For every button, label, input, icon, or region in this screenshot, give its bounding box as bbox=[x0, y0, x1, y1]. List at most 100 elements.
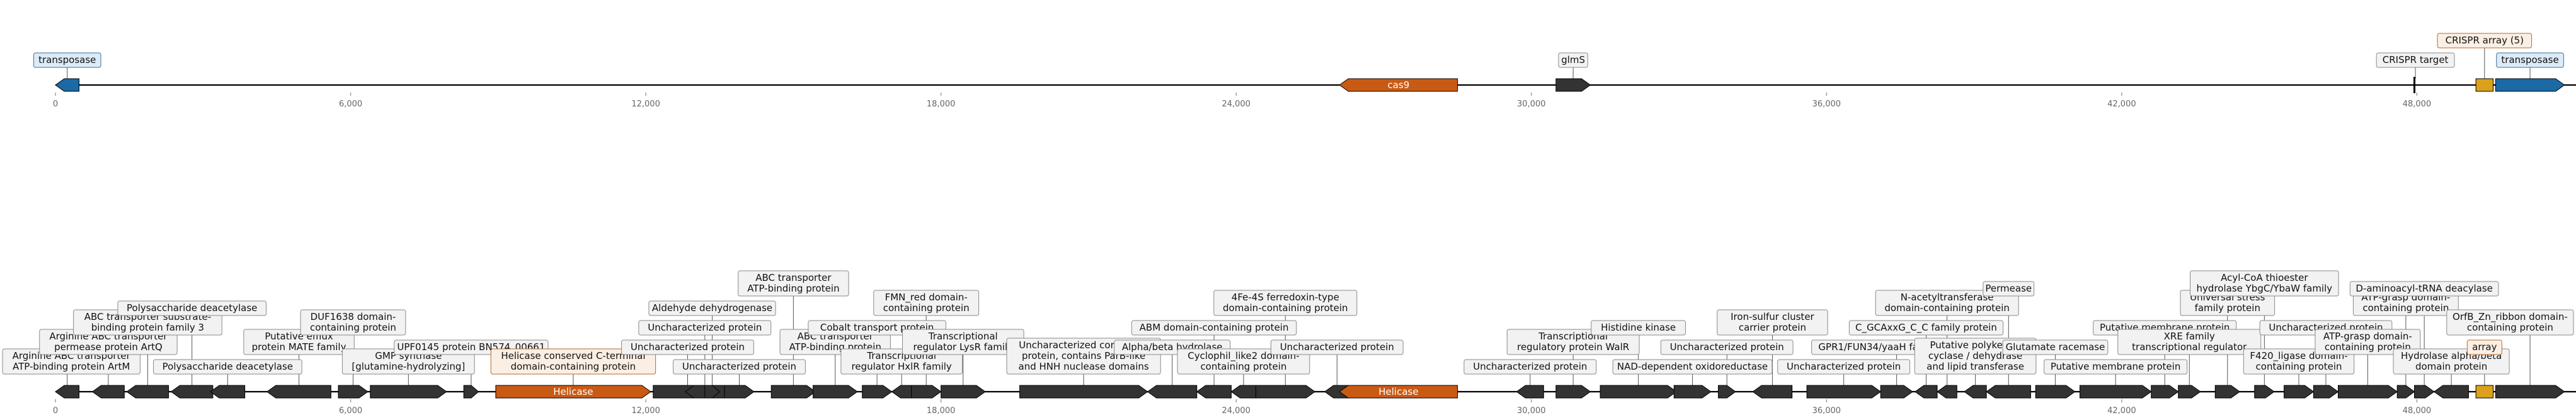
gene-arrow bbox=[170, 385, 214, 399]
feature-label: family protein bbox=[2195, 302, 2260, 314]
feature-label: DUF1638 domain- bbox=[311, 311, 396, 322]
gene-arrow bbox=[1964, 385, 1987, 399]
feature-label-box bbox=[33, 52, 101, 68]
feature-label: [glutamine-hydrolyzing] bbox=[352, 361, 465, 372]
gene-arrow bbox=[911, 385, 942, 399]
feature-label: Putative polyketide bbox=[1930, 339, 2020, 351]
feature-label: containing protein bbox=[2325, 341, 2411, 353]
gene-arrow bbox=[266, 385, 331, 399]
gene-arrow bbox=[2151, 385, 2179, 399]
gene-inner-label: cas9 bbox=[1388, 79, 1410, 91]
feature-label: OrfB_Zn_ribbon domain- bbox=[2453, 311, 2568, 323]
axis-tick-label: 24,000 bbox=[1222, 406, 1251, 415]
gene-arrow bbox=[1147, 385, 1198, 399]
feature-label-box bbox=[300, 309, 406, 336]
feature-label: 4Fe-4S ferredoxin-type bbox=[1232, 292, 1339, 303]
feature-label-box bbox=[2437, 33, 2533, 48]
gene-arrow bbox=[2495, 385, 2565, 399]
feature-label-box bbox=[1717, 309, 1828, 336]
gene-arrow bbox=[1339, 385, 1458, 399]
feature-label: containing protein bbox=[2362, 302, 2449, 314]
gene-arrow bbox=[91, 385, 125, 399]
feature-label-box bbox=[1177, 348, 1310, 375]
feature-label: hydrolase YbgC/YbaW family bbox=[2197, 283, 2333, 294]
feature-label: domain protein bbox=[2415, 361, 2487, 372]
gene-arrow bbox=[2433, 385, 2469, 399]
feature-label: domain-containing protein bbox=[1223, 302, 1348, 314]
feature-label: containing protein bbox=[1200, 361, 1286, 372]
axis-tick-label: 6,000 bbox=[339, 406, 362, 415]
gene-arrow bbox=[2313, 385, 2339, 399]
gene-arrow bbox=[1880, 385, 1913, 399]
gene-arrow bbox=[1600, 385, 1678, 399]
feature-label: Uncharacterized protein bbox=[682, 361, 796, 372]
feature-label: Uncharacterized protein bbox=[1787, 361, 1901, 372]
feature-label: ABC transporter bbox=[755, 272, 832, 283]
gene-inner-label: Helicase bbox=[1378, 386, 1418, 397]
gene-arrow bbox=[891, 385, 912, 399]
feature-label-box bbox=[1660, 339, 1794, 355]
feature-label: Uncharacterized protein bbox=[1280, 341, 1394, 353]
feature-label-box bbox=[2376, 52, 2455, 68]
feature-label: containing protein bbox=[2467, 322, 2553, 333]
gene-arrow bbox=[1516, 385, 1544, 399]
feature-label: domain-containing protein bbox=[1884, 302, 2010, 314]
feature-label: and HNH nuclease domains bbox=[1019, 361, 1149, 372]
axis-tick-label: 42,000 bbox=[2107, 406, 2136, 415]
feature-label: containing protein bbox=[310, 322, 396, 333]
features: cas9 bbox=[55, 77, 2565, 93]
feature-label-box bbox=[638, 320, 772, 336]
leader-lines bbox=[67, 48, 2531, 79]
feature-label: carrier protein bbox=[1739, 322, 1806, 333]
feature-label: Acyl-CoA thioester bbox=[2221, 272, 2308, 283]
gene-arrow bbox=[2035, 385, 2076, 399]
gene-arrow bbox=[1915, 385, 1938, 399]
gene-arrow bbox=[941, 385, 986, 399]
feature-label: XRE family bbox=[2164, 331, 2215, 342]
feature-label-box bbox=[2190, 270, 2339, 297]
feature-label: FMN_red domain- bbox=[885, 292, 968, 304]
axis-tick-label: 36,000 bbox=[1812, 406, 1841, 415]
gene-arrow bbox=[2254, 385, 2275, 399]
gene-arrow bbox=[126, 385, 169, 399]
axis-tick-label: 48,000 bbox=[2403, 99, 2432, 109]
feature-label-box bbox=[840, 348, 963, 375]
axis-tick-label: 24,000 bbox=[1222, 99, 1251, 109]
feature-label: Putative membrane protein bbox=[2051, 361, 2180, 372]
feature-label: containing protein bbox=[2256, 361, 2342, 372]
gene-arrow bbox=[1230, 385, 1256, 399]
axis-tick-label: 36,000 bbox=[1812, 99, 1841, 109]
feature-label: transcriptional regulator bbox=[2132, 341, 2247, 353]
feature-label: Helicase conserved C-terminal bbox=[501, 350, 645, 361]
gene-arrow bbox=[862, 385, 893, 399]
feature-label-box bbox=[2243, 348, 2355, 375]
feature-label-box bbox=[673, 359, 806, 375]
feature-label: ATP-binding protein bbox=[747, 283, 839, 294]
gene-arrow bbox=[1555, 385, 1591, 399]
gene-arrow bbox=[2284, 385, 2315, 399]
axis-tick-label: 30,000 bbox=[1517, 406, 1546, 415]
feature-label: regulatory protein WalR bbox=[1517, 341, 1629, 353]
crispr-target-mark bbox=[2413, 77, 2416, 93]
feature-label: transposase bbox=[2501, 54, 2558, 65]
feature-label: Iron-sulfur cluster bbox=[1731, 311, 1814, 322]
feature-label: ABM domain-containing protein bbox=[1140, 322, 1289, 333]
gene-arrow bbox=[2396, 385, 2415, 399]
axis-tick-label: 42,000 bbox=[2107, 99, 2136, 109]
feature-label: regulator LysR family bbox=[913, 341, 1014, 353]
feature-label-box bbox=[1558, 52, 1588, 68]
feature-label: Aldehyde dehydrogenase bbox=[652, 302, 772, 314]
gene-arrow bbox=[2080, 385, 2152, 399]
gene-arrow bbox=[724, 385, 755, 399]
gene-arrow bbox=[55, 385, 79, 399]
feature-label: Uncharacterized protein bbox=[648, 322, 762, 333]
feature-label: CRISPR target bbox=[2383, 54, 2449, 65]
feature-label: CRISPR array (5) bbox=[2446, 35, 2524, 46]
gene-arrow bbox=[1752, 385, 1793, 399]
axis-tick-label: 12,000 bbox=[631, 406, 660, 415]
feature-label-box bbox=[1777, 359, 1911, 375]
